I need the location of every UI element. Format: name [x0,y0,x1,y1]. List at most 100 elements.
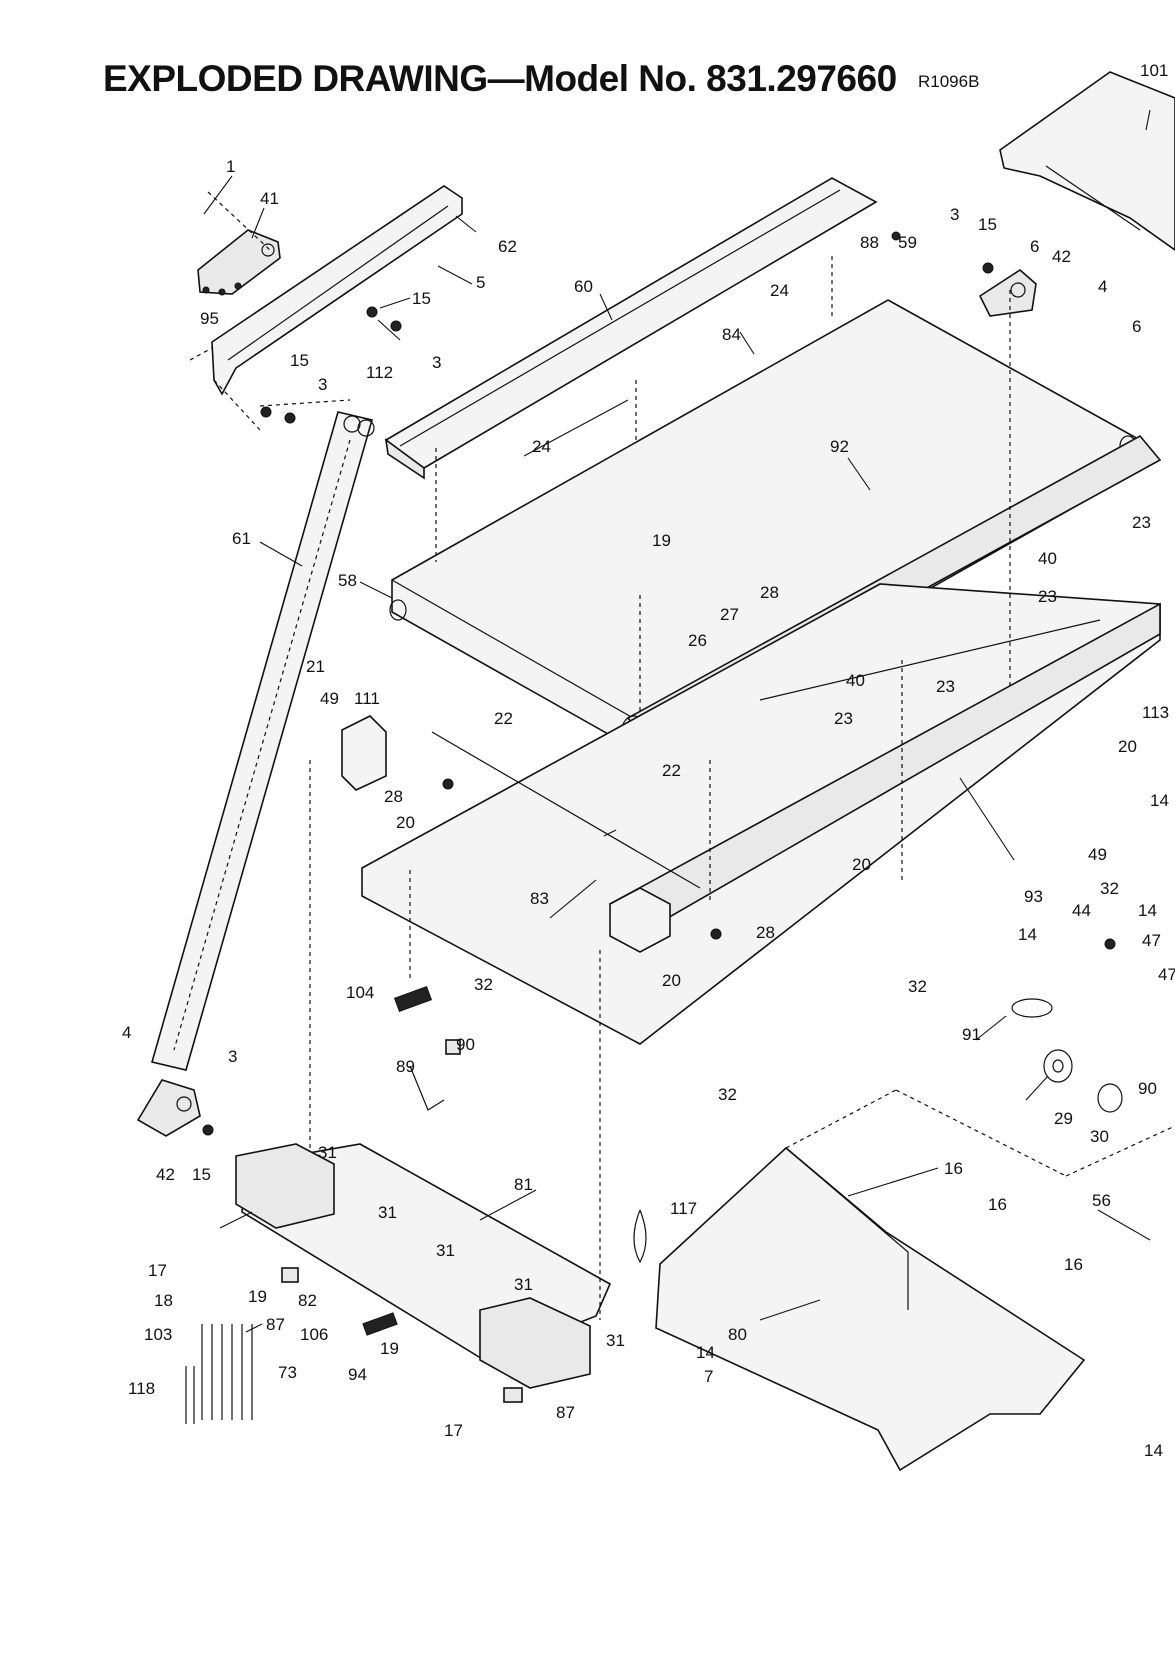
callout-113: 113 [1142,703,1169,722]
callout-14: 14 [1150,791,1169,810]
callout-111: 111 [354,689,380,708]
callout-26: 26 [688,631,707,650]
callout-14: 14 [696,1343,715,1362]
callout-14: 14 [1138,901,1157,920]
callout-4: 4 [122,1023,131,1042]
callout-22: 22 [494,709,513,728]
callout-30: 30 [1090,1127,1109,1146]
callout-18: 18 [154,1291,173,1310]
callout-58: 58 [338,571,357,590]
part-bolt-set [185,1324,253,1424]
callout-16: 16 [1064,1255,1083,1274]
callout-23: 23 [1132,513,1151,532]
callout-3: 3 [228,1047,237,1066]
callout-44: 44 [1072,901,1091,920]
callout-31: 31 [378,1203,397,1222]
callout-labels: 1 41 62 5 15 3 112 95 15 3 60 24 88 59 3… [122,61,1175,1460]
revision-code: R1096B [918,72,980,91]
part-left-bracket [136,1079,201,1137]
callout-20: 20 [662,971,681,990]
callout-29: 29 [1054,1109,1073,1128]
callout-101: 101 [1140,61,1168,80]
callout-24: 24 [532,437,551,456]
callout-61: 61 [232,529,251,548]
callout-92: 92 [830,437,849,456]
callout-23: 23 [936,677,955,696]
callout-93: 93 [1024,887,1043,906]
callout-95: 95 [200,309,219,328]
callout-41: 41 [260,189,279,208]
callout-3: 3 [318,375,327,394]
callout-15: 15 [412,289,431,308]
callout-27: 27 [720,605,739,624]
callout-7: 7 [704,1367,713,1386]
callout-88: 88 [860,233,879,252]
callout-49: 49 [1088,845,1107,864]
callout-1: 1 [226,157,235,176]
callout-14: 14 [1144,1441,1163,1460]
callout-31: 31 [436,1241,455,1260]
callout-60: 60 [574,277,593,296]
callout-21: 21 [306,657,325,676]
callout-87: 87 [266,1315,285,1334]
callout-32: 32 [474,975,493,994]
part-frame [341,583,1161,1045]
callout-103: 103 [144,1325,172,1344]
callout-106: 106 [300,1325,328,1344]
part-handrail-cap [197,229,281,296]
callout-32: 32 [908,977,927,996]
callout-32: 32 [1100,879,1119,898]
callout-47: 47 [1158,965,1175,984]
callout-16: 16 [988,1195,1007,1214]
callout-118: 118 [128,1379,155,1398]
callout-28: 28 [384,787,403,806]
part-base-frame [235,1143,612,1389]
page-title: EXPLODED DRAWING—Model No. 831.297660 [103,58,897,99]
callout-6: 6 [1132,317,1141,336]
callout-15: 15 [290,351,309,370]
callout-42: 42 [156,1165,175,1184]
callout-3: 3 [432,353,441,372]
callout-28: 28 [756,923,775,942]
callout-104: 104 [346,983,374,1002]
callout-23: 23 [1038,587,1057,606]
part-hood-bottom [655,1146,1086,1472]
callout-31: 31 [318,1143,337,1162]
callout-17: 17 [444,1421,463,1440]
callout-31: 31 [514,1275,533,1294]
part-upright-tube [151,411,375,1071]
callout-40: 40 [1038,549,1057,568]
part-console [999,71,1175,251]
callout-20: 20 [852,855,871,874]
callout-89: 89 [396,1057,415,1076]
callout-112: 112 [366,363,393,382]
callout-59: 59 [898,233,917,252]
callout-23: 23 [834,709,853,728]
callout-32: 32 [718,1085,737,1104]
leader-lines [203,109,1151,1333]
hardware-marks [202,231,1116,1403]
callout-31: 31 [606,1331,625,1350]
callout-15: 15 [978,215,997,234]
callout-17: 17 [148,1261,167,1280]
callout-80: 80 [728,1325,747,1344]
callout-84: 84 [722,325,741,344]
callout-20: 20 [1118,737,1137,756]
part-right-bracket [978,268,1037,317]
callout-4: 4 [1098,277,1107,296]
callout-87: 87 [556,1403,575,1422]
callout-19: 19 [380,1339,399,1358]
callout-28: 28 [760,583,779,602]
callout-94: 94 [348,1365,367,1384]
callout-6: 6 [1030,237,1039,256]
callout-56: 56 [1092,1191,1111,1210]
callout-22: 22 [662,761,681,780]
callout-117: 117 [670,1199,697,1218]
callout-47: 47 [1142,931,1161,950]
part-pulley [1011,998,1123,1113]
part-motor-hood [384,177,878,480]
assembly-lines [189,191,1175,1320]
callout-3: 3 [950,205,959,224]
